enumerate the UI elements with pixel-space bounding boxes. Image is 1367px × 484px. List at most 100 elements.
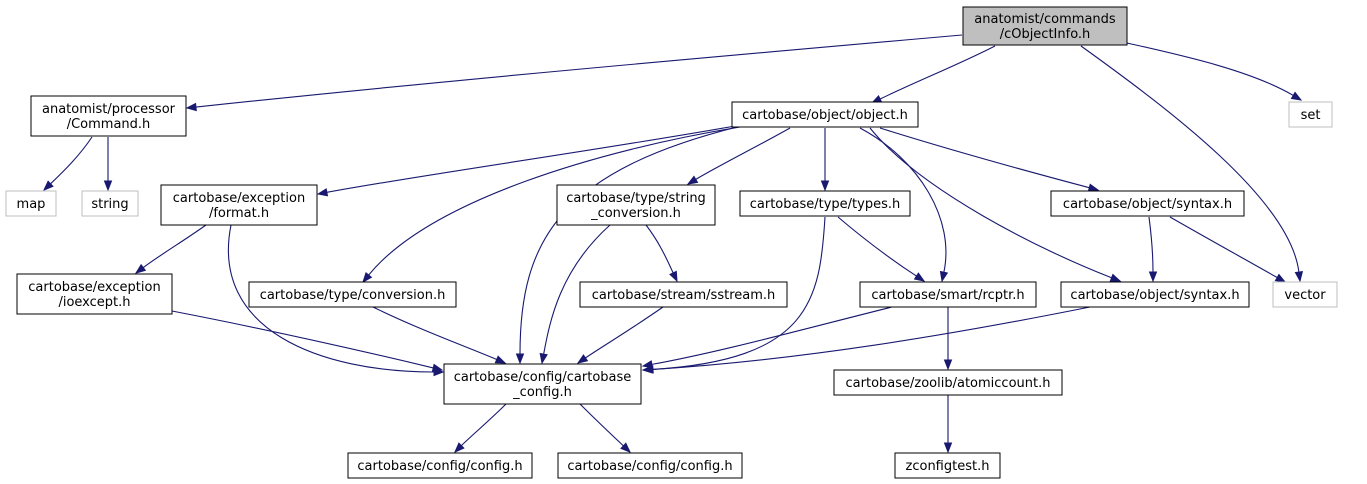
node-layer: anatomist/commands/cObjectInfo.h anatomis… xyxy=(5,6,1338,479)
node-format[interactable]: cartobase/exception/format.h xyxy=(160,184,318,226)
node-box xyxy=(1060,281,1250,308)
edge-line xyxy=(879,127,1090,189)
edge-line xyxy=(326,125,736,193)
edge-line xyxy=(1126,42,1294,96)
edge-line xyxy=(651,216,826,371)
node-box xyxy=(347,452,533,479)
node-label: map xyxy=(17,197,46,212)
edge-line xyxy=(651,306,893,365)
node-types[interactable]: cartobase/type/types.h xyxy=(739,190,911,217)
arrowhead-icon xyxy=(316,188,329,197)
arrowhead-icon xyxy=(1290,91,1303,101)
arrowhead-icon xyxy=(641,360,654,369)
node-label: cartobase/zoolib/atomiccount.h xyxy=(846,376,1051,391)
node-command[interactable]: anatomist/processor/Command.h xyxy=(30,95,187,137)
edge-line xyxy=(645,224,674,274)
arrowhead-icon xyxy=(43,180,54,191)
edge-rcptr-to-atomic xyxy=(943,307,953,371)
edge-line xyxy=(1169,216,1278,279)
edge-line xyxy=(460,403,507,447)
arrowhead-icon xyxy=(134,263,147,274)
edge-ioexcept-to-cbconfig xyxy=(171,310,444,372)
node-config1[interactable]: cartobase/config/config.h xyxy=(347,452,533,479)
edge-conversion-to-cbconfig xyxy=(372,306,507,364)
node-label: cartobase/object/object.h xyxy=(742,108,908,123)
node-syntax2[interactable]: cartobase/object/syntax.h xyxy=(1060,281,1250,308)
arrowhead-icon xyxy=(515,353,525,365)
edge-format-to-ioexcept xyxy=(134,224,207,274)
node-box xyxy=(160,184,318,226)
node-label: /cObjectInfo.h xyxy=(1000,27,1091,42)
node-label: /format.h xyxy=(209,206,269,221)
node-strconv[interactable]: cartobase/type/string_conversion.h xyxy=(556,184,716,226)
edge-line xyxy=(585,306,664,359)
node-cbconfig[interactable]: cartobase/config/cartobase_config.h xyxy=(443,363,642,405)
edge-line xyxy=(859,127,947,273)
node-rcptr[interactable]: cartobase/smart/rcptr.h xyxy=(859,281,1037,308)
arrowhead-icon xyxy=(1109,273,1122,282)
edge-object-to-rcptr xyxy=(859,127,949,283)
arrowhead-icon xyxy=(1294,271,1304,283)
edge-rcptr-to-cbconfig xyxy=(641,306,893,369)
arrowhead-icon xyxy=(620,442,632,453)
node-box xyxy=(894,452,1001,479)
node-label: _config.h xyxy=(512,385,572,400)
node-vector: vector xyxy=(1272,281,1338,308)
edge-syntax2-to-cbconfig xyxy=(642,306,1091,374)
node-label: cartobase/config/config.h xyxy=(357,459,522,474)
node-map: map xyxy=(5,190,57,217)
edge-line xyxy=(695,127,791,180)
edge-types-to-rcptr xyxy=(837,216,926,282)
edge-object-to-types xyxy=(820,128,830,192)
node-syntax1[interactable]: cartobase/object/syntax.h xyxy=(1050,190,1245,217)
node-label: set xyxy=(1301,108,1321,123)
node-box xyxy=(579,281,788,308)
edge-root-to-vector xyxy=(1080,45,1304,283)
node-ioexcept[interactable]: cartobase/exception/ioexcept.h xyxy=(16,273,173,315)
node-label: cartobase/exception xyxy=(173,191,305,206)
node-config2[interactable]: cartobase/config/config.h xyxy=(557,452,743,479)
edge-syntax1-to-vector xyxy=(1169,216,1287,283)
node-zconfigtest[interactable]: zconfigtest.h xyxy=(894,452,1001,479)
edge-object-to-strconv xyxy=(686,127,791,185)
node-label: cartobase/stream/sstream.h xyxy=(592,288,776,303)
edge-line xyxy=(195,34,963,108)
edge-line xyxy=(1080,45,1300,273)
node-label: cartobase/config/config.h xyxy=(567,459,732,474)
arrowhead-icon xyxy=(494,355,507,364)
node-label: cartobase/type/types.h xyxy=(750,197,900,212)
node-atomic[interactable]: cartobase/zoolib/atomiccount.h xyxy=(833,369,1063,396)
node-label: /ioexcept.h xyxy=(58,295,130,310)
edge-root-to-set xyxy=(1126,42,1303,101)
node-label: cartobase/config/cartobase xyxy=(454,370,632,385)
edge-object-to-format xyxy=(316,125,736,197)
node-root[interactable]: anatomist/commands/cObjectInfo.h xyxy=(962,6,1128,46)
edge-strconv-to-sstream xyxy=(645,224,678,283)
edge-line xyxy=(1148,216,1154,273)
node-sstream[interactable]: cartobase/stream/sstream.h xyxy=(579,281,788,308)
arrowhead-icon xyxy=(431,363,444,372)
node-string: string xyxy=(81,190,139,217)
arrowhead-icon xyxy=(943,442,953,454)
arrowhead-icon xyxy=(1087,183,1100,192)
edge-line xyxy=(543,224,611,355)
edge-line xyxy=(652,306,1091,370)
edge-line xyxy=(50,136,93,185)
arrowhead-icon xyxy=(362,271,373,284)
node-box xyxy=(16,273,173,315)
node-object[interactable]: cartobase/object/object.h xyxy=(731,101,919,128)
arrowhead-icon xyxy=(103,180,113,192)
node-label: _conversion.h xyxy=(590,206,681,221)
node-set: set xyxy=(1288,101,1333,128)
edge-syntax1-to-syntax2 xyxy=(1148,216,1158,283)
arrowhead-icon xyxy=(642,365,654,374)
arrowhead-icon xyxy=(1274,273,1287,283)
node-box xyxy=(1272,281,1338,308)
node-conversion[interactable]: cartobase/type/conversion.h xyxy=(248,281,457,308)
node-box xyxy=(5,190,57,217)
node-label: vector xyxy=(1284,288,1326,303)
edge-line xyxy=(368,126,741,276)
node-box xyxy=(859,281,1037,308)
arrowhead-icon xyxy=(913,272,926,282)
node-box xyxy=(557,452,743,479)
